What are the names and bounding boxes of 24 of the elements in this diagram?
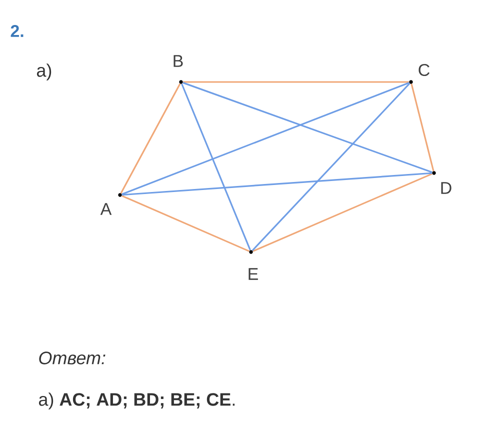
- line-segment: [410, 84, 434, 172]
- vertex-label: C: [418, 64, 430, 76]
- task-number: 2.: [10, 25, 24, 37]
- line-segment: [181, 84, 251, 250]
- line-segment: [122, 195, 250, 252]
- vertex-point: [432, 171, 436, 175]
- vertex-point: [179, 80, 183, 84]
- line-segment: [252, 82, 410, 252]
- line-segment: [252, 173, 432, 252]
- vertex-point: [118, 193, 122, 197]
- answer-heading: Ответ:: [39, 352, 106, 364]
- line-segment: [182, 82, 432, 174]
- item-letter: а): [36, 64, 52, 80]
- line-segment: [122, 172, 432, 196]
- line-segment: [120, 83, 181, 194]
- answer-text: а) AC; AD; BD; BE; CE.: [38, 392, 235, 410]
- vertex-label: D: [441, 182, 452, 194]
- vertex-label: B: [174, 55, 183, 67]
- vertex-point: [249, 250, 253, 254]
- line-segment: [122, 82, 410, 195]
- line-segment: [183, 81, 409, 83]
- vertex-label: A: [100, 203, 112, 215]
- vertex-point: [409, 80, 413, 84]
- vertex-label: E: [248, 268, 258, 280]
